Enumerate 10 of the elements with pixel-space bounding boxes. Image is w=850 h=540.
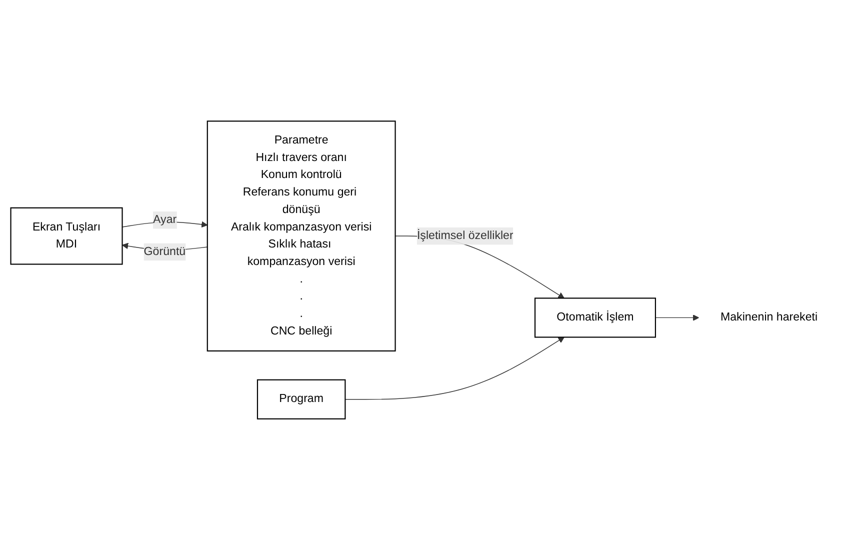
node-box: Otomatik İşlem	[534, 298, 656, 338]
node-box: Parametre Hızlı travers oranı Konum kontrolü Referans konumu geri dönüşü Aralık kompanzasyon verisi Sıklık hatası kompanzasyon verisi . . . CNC belleği	[206, 120, 396, 352]
arrow	[655, 314, 700, 321]
edge-label: Ayar	[153, 214, 177, 226]
node-box: Ekran Tuşları MDI	[10, 207, 123, 265]
arrow	[344, 336, 564, 400]
edge-label: İşletimsel özellikler	[416, 230, 514, 242]
edge-label: Görüntü	[144, 245, 186, 258]
node-box: Program	[256, 379, 346, 420]
node-text: Makinenin hareketi	[720, 311, 818, 324]
